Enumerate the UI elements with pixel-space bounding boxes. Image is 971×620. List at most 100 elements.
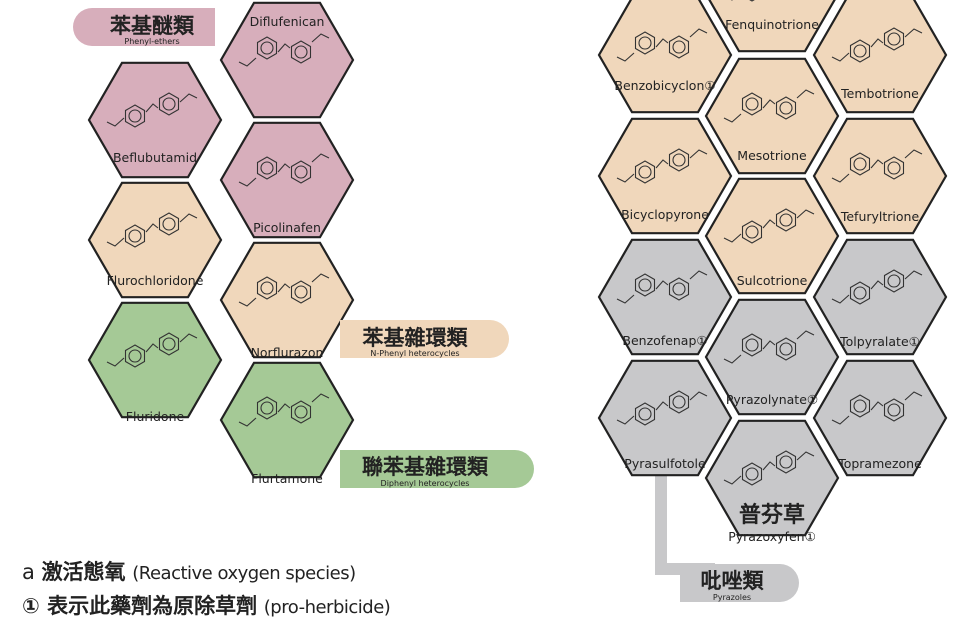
hexagon-shape bbox=[812, 117, 948, 235]
hexagon-shape bbox=[704, 177, 840, 295]
ring-shape bbox=[668, 277, 690, 301]
ring-shape bbox=[634, 273, 656, 297]
molecule-structure-icon bbox=[723, 450, 815, 486]
bond-line bbox=[238, 177, 257, 187]
bond-line bbox=[145, 103, 159, 113]
compound-name-tembotrione: Tembotrione bbox=[840, 86, 919, 101]
compound-name-tolpyralate: Tolpyralate① bbox=[839, 334, 920, 349]
ring-shape bbox=[158, 212, 180, 236]
ring-shape bbox=[849, 394, 871, 418]
compound-hex-benzofenap bbox=[597, 238, 733, 356]
tag-phenyl-ethers-zh: 苯基醚類 bbox=[109, 14, 195, 38]
hexagon-shape bbox=[597, 359, 733, 477]
hexagon-shape bbox=[219, 361, 355, 479]
tag-diphenyl-en: Diphenyl heterocycles bbox=[381, 479, 470, 488]
bond-line bbox=[277, 403, 291, 413]
compound-name-benzobicyclon: Benzobicyclon① bbox=[614, 78, 715, 93]
ring-shape bbox=[158, 332, 180, 356]
bond-line bbox=[238, 297, 257, 307]
bond-line bbox=[277, 43, 291, 53]
hexagon-shape bbox=[812, 0, 948, 114]
ring-shape bbox=[668, 390, 690, 414]
ring-shape bbox=[849, 152, 871, 176]
molecule-structure-icon bbox=[723, 89, 815, 123]
aromatic-circle bbox=[853, 286, 867, 300]
ring-shape bbox=[256, 156, 278, 180]
aromatic-circle bbox=[294, 285, 308, 299]
bond-line bbox=[616, 415, 635, 425]
bond-line bbox=[655, 280, 669, 290]
tag-pyrazoles-en: Pyrazoles bbox=[713, 593, 751, 602]
bond-line bbox=[904, 28, 923, 38]
aromatic-circle bbox=[779, 213, 793, 227]
compound-hex-bicyclopyrone bbox=[597, 117, 733, 235]
bond-line bbox=[616, 173, 635, 183]
pyrazoxyfen-zh-label: 普芬草 bbox=[739, 502, 805, 528]
ring-shape bbox=[741, 462, 763, 486]
ring-shape bbox=[775, 96, 797, 120]
aromatic-circle bbox=[260, 401, 274, 415]
aromatic-circle bbox=[672, 282, 686, 296]
ring-shape bbox=[883, 156, 905, 180]
ring-shape bbox=[741, 92, 763, 116]
hexagon-shape bbox=[812, 238, 948, 356]
aromatic-circle bbox=[638, 407, 652, 421]
compound-name-pyrazoxyfen: Pyrazoxyfen① bbox=[728, 529, 816, 544]
compound-hex-sulcotrione bbox=[704, 177, 840, 295]
ring-shape bbox=[634, 160, 656, 184]
compound-name-mesotrione: Mesotrione bbox=[737, 148, 807, 163]
molecule-structure-icon bbox=[723, 208, 815, 244]
bond-line bbox=[870, 401, 884, 411]
tag-phenyl-ethers: 苯基醚類 Phenyl-ethers bbox=[73, 8, 215, 46]
ring-shape bbox=[290, 400, 312, 424]
bond-line bbox=[796, 209, 815, 219]
bond-line bbox=[870, 38, 884, 48]
ring-shape bbox=[634, 402, 656, 426]
molecule-structure-icon bbox=[106, 332, 198, 368]
molecule-structure-icon bbox=[616, 28, 708, 62]
molecule-structure-icon bbox=[831, 269, 923, 305]
bond-line bbox=[689, 28, 708, 38]
molecule-structure-icon bbox=[831, 149, 923, 183]
bond-line bbox=[831, 173, 850, 183]
compound-name-tefuryltrione: Tefuryltrione bbox=[840, 209, 920, 224]
aromatic-circle bbox=[672, 40, 686, 54]
compound-hex-fenquinotrione bbox=[708, 0, 836, 53]
hexagon-shape bbox=[704, 419, 840, 537]
ring-shape bbox=[256, 396, 278, 420]
molecule-structure-icon bbox=[616, 390, 708, 426]
molecule-structure-icon bbox=[723, 330, 815, 364]
tag-shape bbox=[340, 320, 509, 358]
bond-line bbox=[145, 343, 159, 353]
aromatic-circle bbox=[638, 36, 652, 50]
molecule-structure-icon bbox=[106, 212, 198, 248]
ring-shape bbox=[741, 220, 763, 244]
bond-line bbox=[762, 340, 776, 350]
bond-line bbox=[689, 149, 708, 159]
ring-shape bbox=[775, 208, 797, 232]
hexagon-shape bbox=[597, 117, 733, 235]
compound-hex-tembotrione bbox=[812, 0, 948, 114]
legend-ros-en: (Reactive oxygen species) bbox=[132, 563, 356, 584]
molecule-structure-icon bbox=[616, 270, 708, 304]
tag-n-phenyl-zh: 苯基雜環類 bbox=[362, 326, 469, 350]
compound-hex-beflubutamid bbox=[87, 61, 223, 179]
legend-ros-zh: 激活態氧 bbox=[41, 560, 126, 584]
tag-shape bbox=[680, 564, 799, 602]
legend-line-2: ① 表示此藥劑為原除草劑 (pro-herbicide) bbox=[22, 590, 391, 620]
aromatic-circle bbox=[887, 274, 901, 288]
bond-line bbox=[796, 330, 815, 340]
tag-n-phenyl-en: N-Phenyl heterocycles bbox=[370, 349, 459, 358]
legend-line-1: a 激活態氧 (Reactive oxygen species) bbox=[22, 556, 356, 586]
aromatic-circle bbox=[294, 165, 308, 179]
ring-shape bbox=[883, 398, 905, 422]
hexagon-shape bbox=[87, 181, 223, 299]
compound-name-norflurazon: Norflurazon bbox=[251, 345, 324, 360]
compound-hex-tolpyralate bbox=[812, 238, 948, 356]
aromatic-circle bbox=[162, 217, 176, 231]
bond-line bbox=[762, 99, 776, 109]
bond-line bbox=[106, 357, 125, 367]
molecule-structure-icon bbox=[730, 0, 755, 2]
bond-line bbox=[689, 391, 708, 401]
bond-line bbox=[723, 475, 742, 485]
